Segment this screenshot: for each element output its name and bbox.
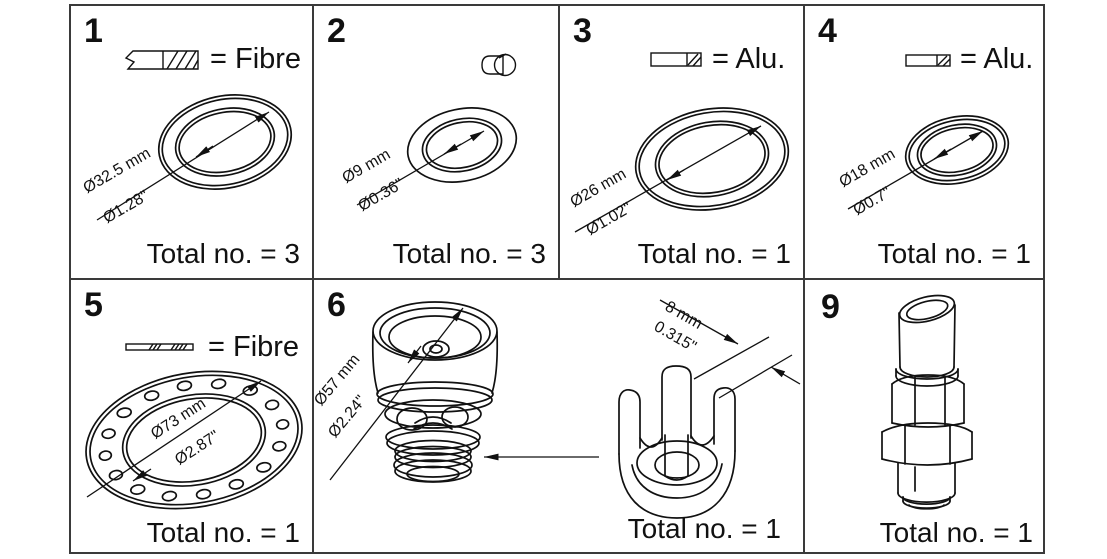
panel-3-legend-label: = Alu. — [712, 43, 786, 75]
panel-2: 2 Ø9 mm Ø0.36" Total no. = 3 — [314, 6, 558, 278]
panel-6-total: Total no. = 1 — [627, 513, 781, 544]
panel-1-total: Total no. = 3 — [146, 238, 300, 269]
panel-3-washer-drawing — [574, 107, 790, 233]
panel-1-number: 1 — [84, 12, 103, 50]
panel-6-valve-and-clamp-drawing — [329, 299, 801, 519]
alu-cross-section-icon — [650, 52, 702, 67]
panel-5-total: Total no. = 1 — [146, 517, 300, 548]
panel-1: 1 = Fibre Ø32.5 mm Ø1.28" Total no. = 3 — [71, 6, 312, 278]
panel-6: 6 — [311, 280, 803, 552]
panel-3-number: 3 — [573, 12, 592, 50]
grid-divider-horizontal — [71, 278, 1043, 280]
panel-5-number: 5 — [84, 286, 103, 324]
panel-2-ring-drawing — [356, 107, 518, 206]
panel-5-legend-label: = Fibre — [208, 331, 300, 363]
panel-9-total: Total no. = 1 — [879, 517, 1033, 548]
panel-1-washer-drawing — [96, 94, 293, 221]
panel-9: 9 — [805, 280, 1043, 552]
panel-4-legend-label: = Alu. — [960, 43, 1034, 75]
panel-3: 3 = Alu. Ø26 mm Ø1.02" Total no. = 1 — [560, 6, 803, 278]
solid-round-cross-section-icon — [481, 53, 517, 77]
panel-4-total: Total no. = 1 — [877, 238, 1031, 269]
panel-2-number: 2 — [327, 12, 346, 50]
panel-3-total: Total no. = 1 — [637, 238, 791, 269]
fibre-cross-section-icon — [124, 50, 199, 70]
panel-5-flange-gasket-drawing — [85, 370, 303, 510]
panel-9-number: 9 — [821, 288, 840, 326]
thin-fibre-cross-section-icon — [125, 343, 194, 351]
panel-4-number: 4 — [818, 12, 837, 50]
panel-grid: 1 = Fibre Ø32.5 mm Ø1.28" Total no. = 3 — [69, 4, 1045, 554]
panel-4-washer-drawing — [847, 115, 1010, 210]
panel-5: 5 = Fibre — [71, 280, 312, 552]
panel-1-legend-label: = Fibre — [210, 43, 302, 75]
grid-divider-vertical-2 — [558, 6, 560, 278]
alu-cross-section-icon — [905, 54, 951, 67]
panel-4: 4 = Alu. Ø18 mm Ø0.7" Total no. = 1 — [805, 6, 1043, 278]
panel-9-plug-drawing — [881, 294, 973, 510]
panel-6-number: 6 — [327, 286, 346, 324]
panel-2-total: Total no. = 3 — [392, 238, 546, 269]
